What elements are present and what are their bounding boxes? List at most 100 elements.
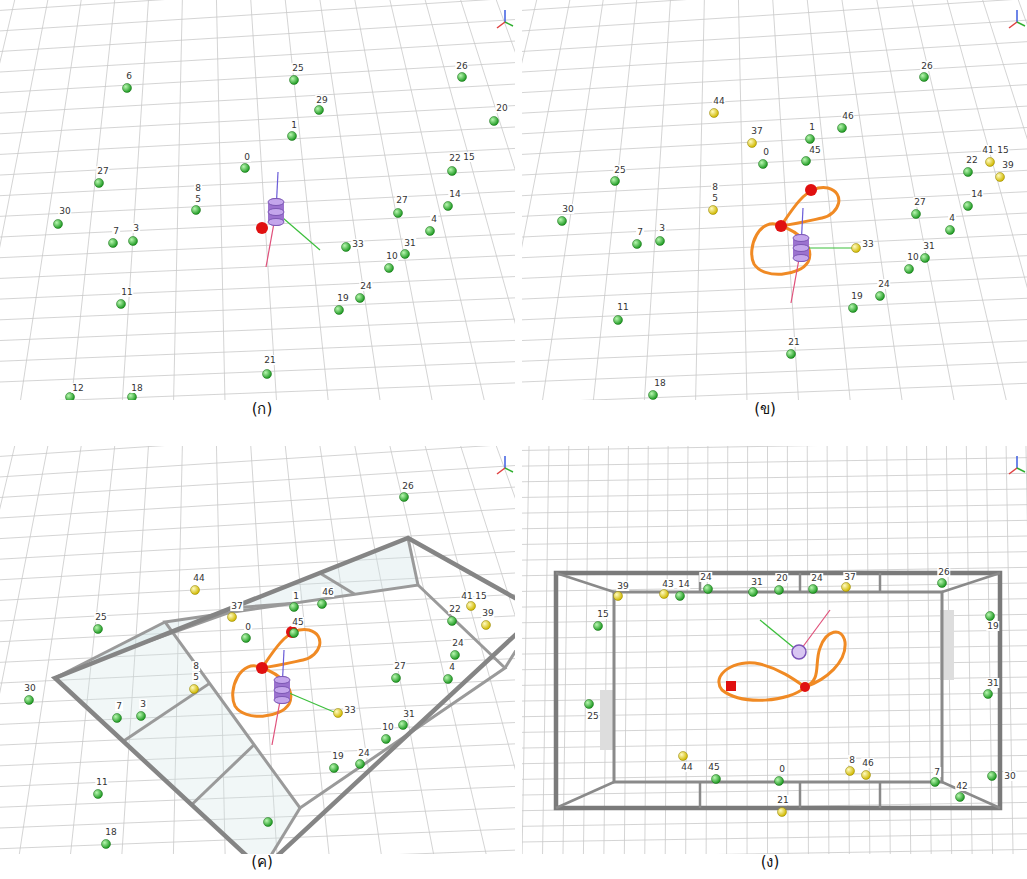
landmark-dot bbox=[117, 300, 126, 309]
grid-line bbox=[522, 345, 1027, 397]
landmark-dot bbox=[490, 117, 499, 126]
grid-line bbox=[807, 446, 808, 854]
axis-line bbox=[1009, 22, 1017, 28]
axis-line bbox=[505, 22, 513, 26]
landmark-number: 31 bbox=[403, 238, 416, 248]
figure-caption: (ก) bbox=[251, 400, 274, 418]
robot-trajectory bbox=[752, 188, 839, 275]
scene-panel bbox=[0, 446, 515, 854]
grid-line bbox=[522, 535, 1027, 545]
landmark-number: 1 bbox=[290, 120, 298, 130]
landmark-dot bbox=[787, 350, 796, 359]
scene-panel bbox=[522, 0, 1027, 400]
landmark-dot bbox=[748, 139, 757, 148]
robot-disk bbox=[274, 687, 290, 694]
grid-line bbox=[0, 324, 515, 376]
landmark-number: 4 bbox=[448, 662, 456, 672]
landmark-number: 42 bbox=[955, 781, 968, 791]
landmark-dot bbox=[938, 579, 947, 588]
landmark-dot bbox=[66, 393, 75, 401]
grid-line bbox=[488, 0, 515, 400]
landmark-number: 24 bbox=[699, 572, 712, 582]
landmark-number: 15 bbox=[462, 152, 475, 162]
grid-line bbox=[522, 240, 1027, 293]
landmark-number: 30 bbox=[23, 683, 36, 693]
grid-line bbox=[797, 0, 855, 400]
landmark-dot bbox=[846, 767, 855, 776]
landmark-number: 22 bbox=[448, 604, 461, 614]
axis-line bbox=[799, 610, 830, 652]
landmark-number: 33 bbox=[861, 239, 874, 249]
landmark-number: 5 bbox=[194, 194, 202, 204]
landmark-dot bbox=[102, 840, 111, 849]
grid-line bbox=[0, 580, 515, 635]
frame-inner bbox=[614, 592, 942, 782]
landmark-number: 19 bbox=[336, 293, 349, 303]
grid-line bbox=[706, 446, 708, 854]
landmark-dot bbox=[191, 586, 200, 595]
grid-line bbox=[0, 240, 515, 293]
grid-line bbox=[522, 282, 1027, 335]
landmark-number: 19 bbox=[331, 751, 344, 761]
grid-line bbox=[587, 0, 646, 400]
grid-line bbox=[867, 446, 870, 854]
landmark-number: 31 bbox=[402, 709, 415, 719]
grid-line bbox=[0, 28, 515, 85]
grid-line bbox=[522, 113, 1027, 169]
landmark-dot bbox=[852, 244, 861, 253]
landmark-number: 26 bbox=[455, 61, 468, 71]
grid-line bbox=[522, 504, 1027, 514]
landmark-dot bbox=[964, 168, 973, 177]
grid-line bbox=[118, 0, 153, 400]
landmark-dot bbox=[399, 721, 408, 730]
figure-caption: (ค) bbox=[250, 853, 274, 871]
landmark-dots bbox=[558, 73, 1005, 400]
landmark-dot bbox=[849, 304, 858, 313]
landmark-dot bbox=[109, 239, 118, 248]
robot-disk bbox=[268, 199, 284, 206]
grid-line bbox=[0, 446, 32, 854]
landmark-number: 27 bbox=[96, 166, 109, 176]
landmark-number: 3 bbox=[139, 699, 147, 709]
landmark-number: 11 bbox=[120, 287, 133, 297]
grid-line bbox=[172, 0, 184, 400]
grid-line bbox=[522, 261, 1027, 314]
axis-line bbox=[497, 468, 505, 474]
landmark-dot bbox=[806, 135, 815, 144]
figure-caption: (ง) bbox=[760, 853, 781, 871]
landmark-dot bbox=[290, 603, 299, 612]
landmark-number: 25 bbox=[94, 612, 107, 622]
landmark-dot bbox=[946, 226, 955, 235]
landmark-number: 37 bbox=[750, 126, 763, 136]
landmark-number: 14 bbox=[970, 189, 983, 199]
landmark-number: 26 bbox=[401, 481, 414, 491]
frame-post bbox=[556, 573, 614, 592]
landmark-number: 0 bbox=[243, 152, 251, 162]
axis-line bbox=[505, 468, 513, 472]
landmark-dot bbox=[241, 164, 250, 173]
grid-line bbox=[522, 0, 1027, 2]
landmark-number: 25 bbox=[613, 165, 626, 175]
landmark-number: 24 bbox=[359, 281, 372, 291]
landmark-number: 25 bbox=[586, 711, 599, 721]
landmark-number: 30 bbox=[1003, 771, 1016, 781]
grid-line bbox=[427, 0, 515, 400]
frame-outer bbox=[556, 573, 1000, 808]
grid-line bbox=[522, 70, 1027, 127]
robot-body bbox=[792, 645, 806, 659]
landmark-dot bbox=[392, 674, 401, 683]
landmark-number: 22 bbox=[448, 153, 461, 163]
landmark-dot bbox=[842, 583, 851, 592]
grid-line bbox=[0, 113, 515, 169]
landmark-dot bbox=[905, 265, 914, 274]
grid-line bbox=[0, 367, 515, 400]
landmark-dot bbox=[25, 696, 34, 705]
grid-line bbox=[522, 457, 1027, 467]
landmark-number: 6 bbox=[125, 71, 133, 81]
floor-grid bbox=[0, 0, 515, 400]
grid-line bbox=[522, 473, 1027, 483]
grid-line bbox=[215, 0, 227, 400]
pose-marker bbox=[805, 184, 817, 196]
landmark-dot bbox=[264, 818, 273, 827]
robot-body bbox=[274, 676, 290, 704]
